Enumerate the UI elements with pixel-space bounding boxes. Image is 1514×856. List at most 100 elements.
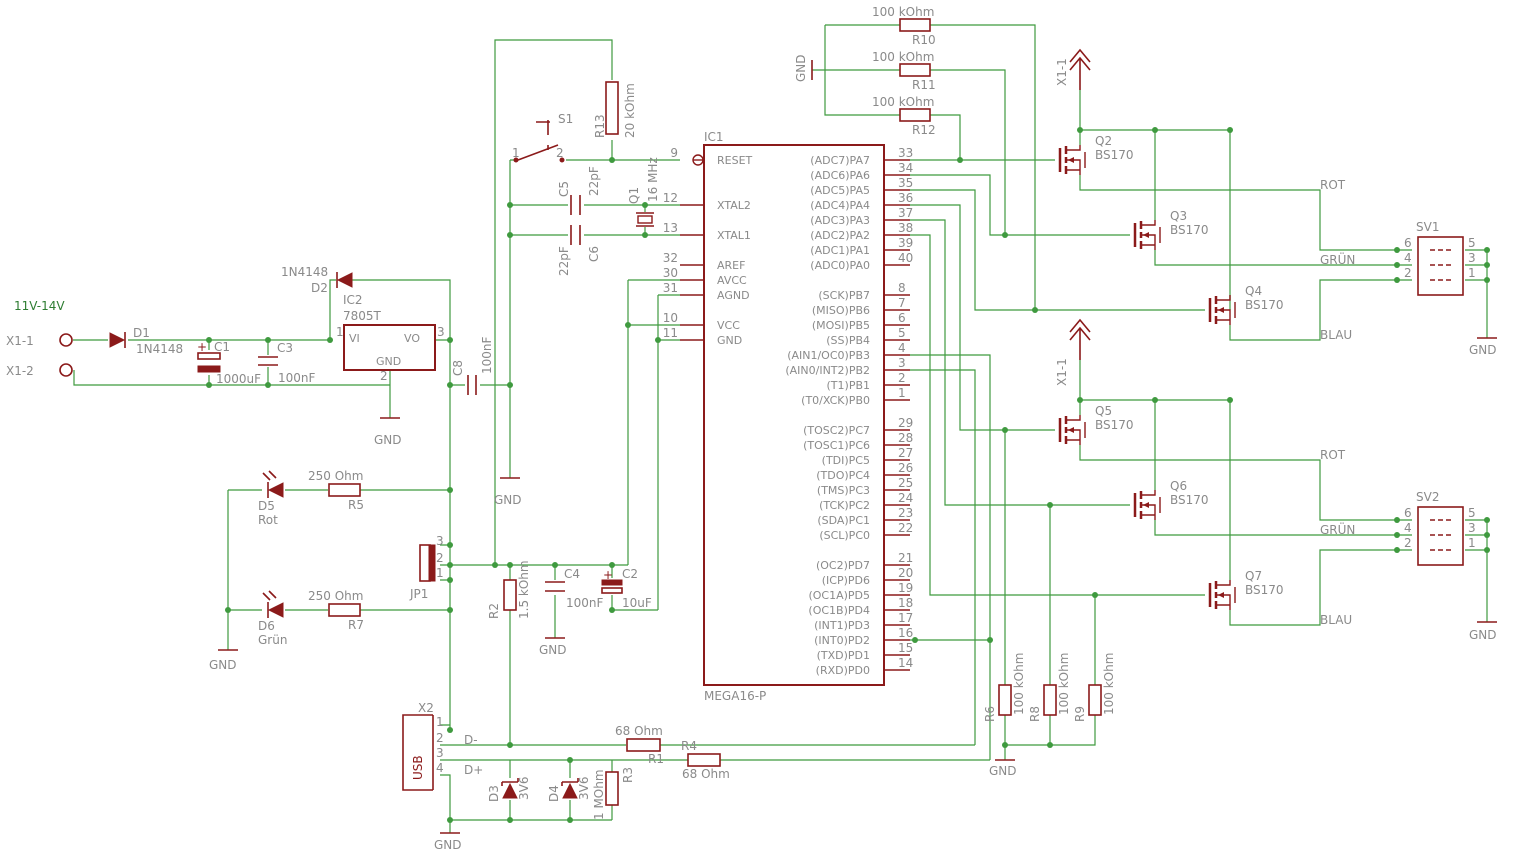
svg-text:R10: R10 — [912, 33, 936, 47]
resistor-r10: 100 kOhm R10 — [872, 5, 936, 47]
svg-text:C8: C8 — [451, 360, 465, 376]
ic1-pin-name: AREF — [717, 259, 745, 272]
ic1-pin-name: (ICP)PD6 — [822, 574, 870, 587]
ic1-pin-name: (ADC0)PA0 — [810, 259, 870, 272]
ic1-pin-number: 4 — [898, 341, 906, 355]
svg-text:20 kOhm: 20 kOhm — [623, 83, 637, 138]
capacitor-c4: C4 100nF — [545, 567, 604, 610]
svg-text:22pF: 22pF — [587, 166, 601, 196]
svg-text:GND: GND — [1469, 628, 1497, 642]
resistor-r12: 100 kOhm R12 — [872, 95, 936, 137]
svg-text:C6: C6 — [587, 246, 601, 262]
svg-text:100nF: 100nF — [480, 336, 494, 374]
ic1-pin-name: (ADC4)PA4 — [810, 199, 870, 212]
ic1-pin-name: (OC1B)PD4 — [808, 604, 870, 617]
ic1-pin-number: 40 — [898, 251, 913, 265]
svg-text:100nF: 100nF — [566, 596, 604, 610]
svg-text:C5: C5 — [557, 181, 571, 197]
svg-text:2: 2 — [380, 369, 388, 383]
ic1-pin-number: 25 — [898, 476, 913, 490]
mosfet-value: BS170 — [1095, 148, 1134, 162]
ic1-pin-name: (SCL)PC0 — [819, 529, 870, 542]
svg-text:GND: GND — [1469, 343, 1497, 357]
ic1-left-pins: 9RESET12XTAL213XTAL132AREF30AVCC31AGND10… — [663, 146, 753, 347]
svg-text:2: 2 — [1404, 266, 1412, 280]
zener-d3: D3 3V6 — [487, 777, 531, 802]
ic1-pin-number: 5 — [898, 326, 906, 340]
svg-text:4: 4 — [1404, 251, 1412, 265]
svg-text:2: 2 — [436, 551, 444, 565]
mosfet-value: BS170 — [1095, 418, 1134, 432]
x1-2-label: X1-2 — [6, 364, 34, 378]
svg-text:68 Ohm: 68 Ohm — [615, 724, 663, 738]
svg-text:2: 2 — [1404, 536, 1412, 550]
ic1-pin-name: (ADC2)PA2 — [810, 229, 870, 242]
svg-text:D4: D4 — [547, 785, 561, 802]
svg-text:1: 1 — [1468, 266, 1476, 280]
svg-text:1.5 kOhm: 1.5 kOhm — [517, 560, 531, 619]
zener-d4: D4 3V6 — [547, 777, 591, 802]
diode-d1: D1 1N4148 — [109, 326, 183, 356]
power-input: 11V-14V X1-1 X1-2 — [6, 299, 73, 378]
svg-text:1: 1 — [1468, 536, 1476, 550]
usb-connector-x2: X2 USB 1 2 3 4 D- D+ — [402, 701, 483, 791]
svg-text:R13: R13 — [593, 114, 607, 138]
svg-text:GND: GND — [539, 643, 567, 657]
svg-text:D5: D5 — [258, 499, 275, 513]
diode-d2: 1N4148 D2 — [281, 265, 353, 295]
svg-text:2: 2 — [436, 731, 444, 745]
svg-text:S1: S1 — [558, 112, 573, 126]
svg-text:250 Ohm: 250 Ohm — [308, 469, 363, 483]
x1-1-label: X1-1 — [6, 334, 34, 348]
ic1-pin-name: XTAL1 — [717, 229, 751, 242]
ic1-pin-number: 6 — [898, 311, 906, 325]
svg-text:R8: R8 — [1028, 706, 1042, 722]
svg-text:4: 4 — [436, 761, 444, 775]
ic1-pin-number: 20 — [898, 566, 913, 580]
mosfet-value: BS170 — [1245, 298, 1284, 312]
capacitor-c2: + C2 10uF — [601, 567, 652, 610]
svg-text:D+: D+ — [464, 763, 483, 777]
svg-text:1N4148: 1N4148 — [136, 342, 183, 356]
ic1-pin-number: 29 — [898, 416, 913, 430]
mosfet-value: BS170 — [1170, 493, 1209, 507]
svg-text:100 kOhm: 100 kOhm — [872, 95, 934, 109]
ic1-pin-number: 14 — [898, 656, 913, 670]
ic1-pin-number: 38 — [898, 221, 913, 235]
svg-text:GRÜN: GRÜN — [1320, 521, 1355, 537]
svg-text:JP1: JP1 — [409, 587, 428, 601]
svg-text:1 MOhm: 1 MOhm — [592, 769, 606, 820]
svg-text:ROT: ROT — [1320, 448, 1346, 462]
svg-text:C2: C2 — [622, 567, 638, 581]
ic1-pin-name: (TCK)PC2 — [819, 499, 870, 512]
mosfet-value: BS170 — [1170, 223, 1209, 237]
ic1-pin-number: 21 — [898, 551, 913, 565]
ic1-pin-number: 18 — [898, 596, 913, 610]
svg-text:3V6: 3V6 — [517, 777, 531, 800]
capacitor-c3: C3 100nF — [258, 341, 316, 385]
svg-text:6: 6 — [1404, 236, 1412, 250]
svg-text:1N4148: 1N4148 — [281, 265, 328, 279]
resistor-r9: R9 100 kOhm — [1073, 653, 1116, 722]
supply-voltage-label: 11V-14V — [14, 299, 65, 313]
svg-text:6: 6 — [1404, 506, 1412, 520]
ic1-pin-name: AVCC — [717, 274, 747, 287]
resistor-r6: R6 100 kOhm — [983, 653, 1026, 722]
x1-1-terminal — [59, 333, 73, 347]
capacitor-c6: 22pF C6 — [557, 225, 601, 276]
svg-text:SV2: SV2 — [1416, 490, 1439, 504]
ic1-pin-name: (AIN1/OC0)PB3 — [787, 349, 870, 362]
ic1-pin-number: 30 — [663, 266, 678, 280]
ic1-pin-number: 35 — [898, 176, 913, 190]
svg-text:D6: D6 — [258, 619, 275, 633]
svg-text:5: 5 — [1468, 506, 1476, 520]
net-labels: ROT GRÜN BLAU ROT GRÜN BLAU — [1320, 178, 1355, 627]
ic1-pin-name: (SCK)PB7 — [818, 289, 870, 302]
svg-text:100 kOhm: 100 kOhm — [872, 5, 934, 19]
svg-text:3: 3 — [1468, 521, 1476, 535]
ic1-pin-number: 23 — [898, 506, 913, 520]
